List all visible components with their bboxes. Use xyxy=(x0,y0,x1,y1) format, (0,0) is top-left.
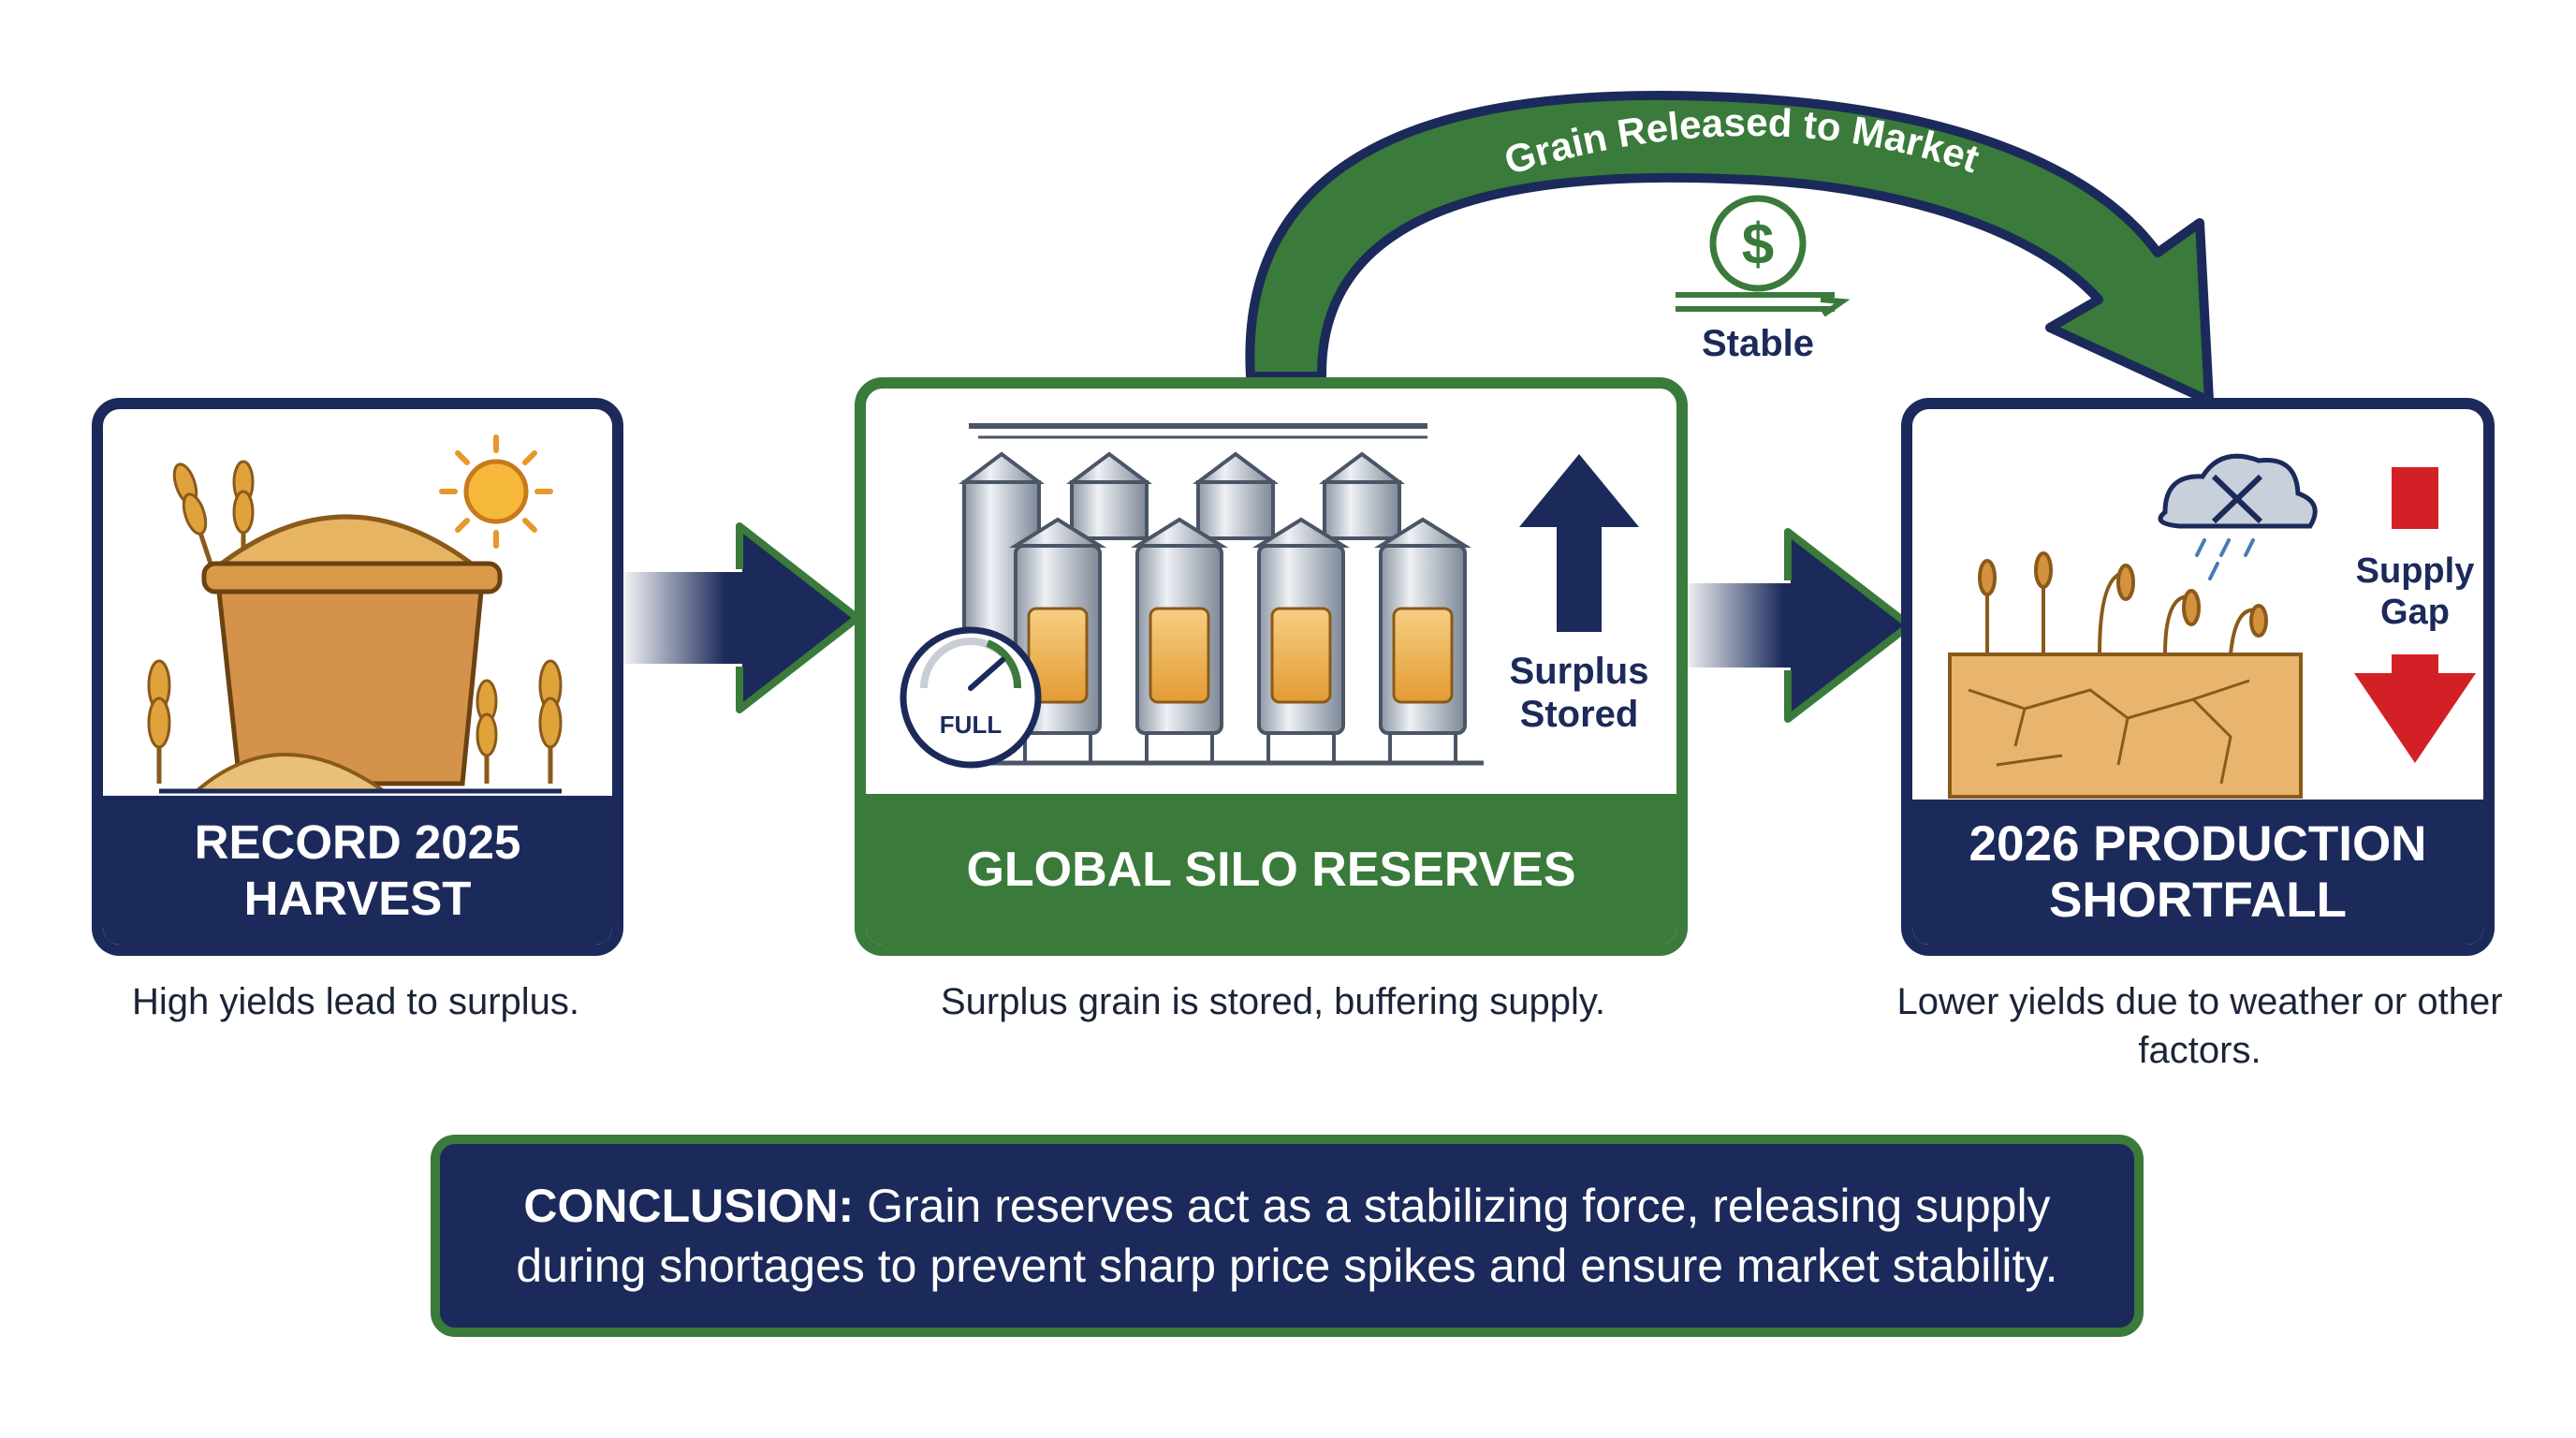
stage-caption-shortfall: Lower yields due to weather or other fac… xyxy=(1896,981,2503,1071)
release-arrow: Grain Released to Market xyxy=(1245,90,2214,405)
gauge-label: FULL xyxy=(940,711,1003,739)
price-label: Stable xyxy=(1702,323,1814,364)
conclusion-lead: CONCLUSION: xyxy=(523,1180,855,1232)
conclusion-body: Grain reserves act as a stabilizing forc… xyxy=(516,1180,2058,1292)
conclusion-box: CONCLUSION: Grain reserves act as a stab… xyxy=(431,1135,2144,1337)
stable-price-indicator: $ Stable xyxy=(1676,195,1851,364)
stage-title: GLOBAL SILO RESERVES xyxy=(866,794,1676,945)
up-arrow-icon xyxy=(1519,454,1639,632)
flow-arrow-harvest-to-silo xyxy=(615,520,862,716)
flow-arrow-silo-to-shortfall xyxy=(1677,525,1914,726)
sun-icon xyxy=(439,434,553,549)
stage-caption-harvest: High yields lead to surplus. xyxy=(131,981,580,1022)
dry-soil-icon xyxy=(1948,653,2303,799)
stage-card-harvest: RECORD 2025 HARVEST xyxy=(92,398,623,956)
wheat-icon xyxy=(147,460,563,784)
dollar-coin-icon xyxy=(1709,195,1807,292)
down-arrow-icon xyxy=(2354,654,2476,763)
stage-caption-silo: Surplus grain is stored, buffering suppl… xyxy=(940,981,1606,1022)
stage-title: RECORD 2025 HARVEST xyxy=(103,796,612,945)
conclusion-text: CONCLUSION: Grain reserves act as a stab… xyxy=(496,1176,2078,1296)
gauge-icon: FULL xyxy=(900,626,1042,769)
silo-group xyxy=(959,423,1484,766)
harvest-illustration xyxy=(147,434,563,794)
dollar-symbol: $ xyxy=(1742,213,1774,277)
wilting-crops-icon xyxy=(1978,551,2268,655)
storm-cloud-icon xyxy=(2158,453,2318,580)
grain-basket-icon xyxy=(191,514,503,793)
stage-title: 2026 PRODUCTION SHORTFALL xyxy=(1912,800,2483,945)
